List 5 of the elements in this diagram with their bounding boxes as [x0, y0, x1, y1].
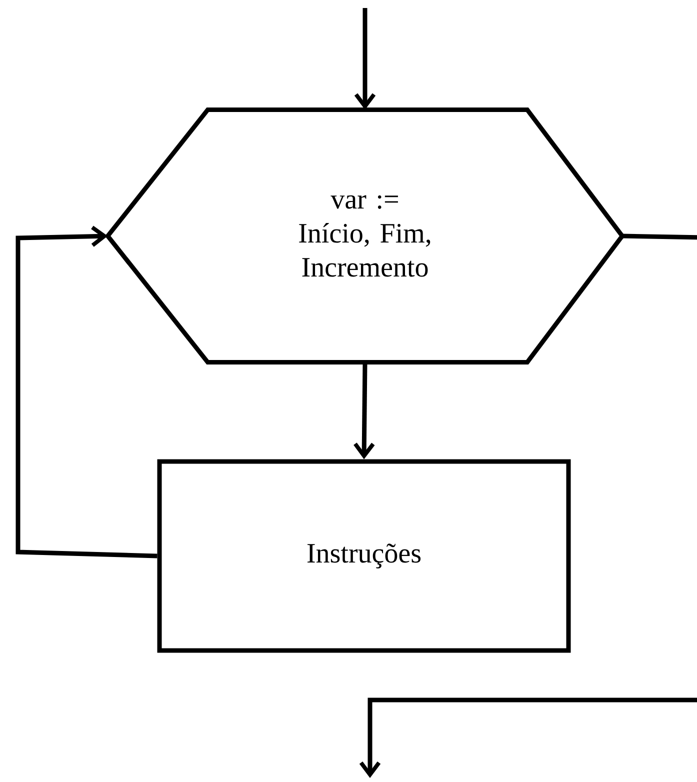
arrow [354, 8, 376, 110]
arrow [354, 362, 375, 460]
arrow [359, 234, 697, 778]
process-box: Instruções [157, 459, 571, 653]
arrow [16, 226, 158, 558]
